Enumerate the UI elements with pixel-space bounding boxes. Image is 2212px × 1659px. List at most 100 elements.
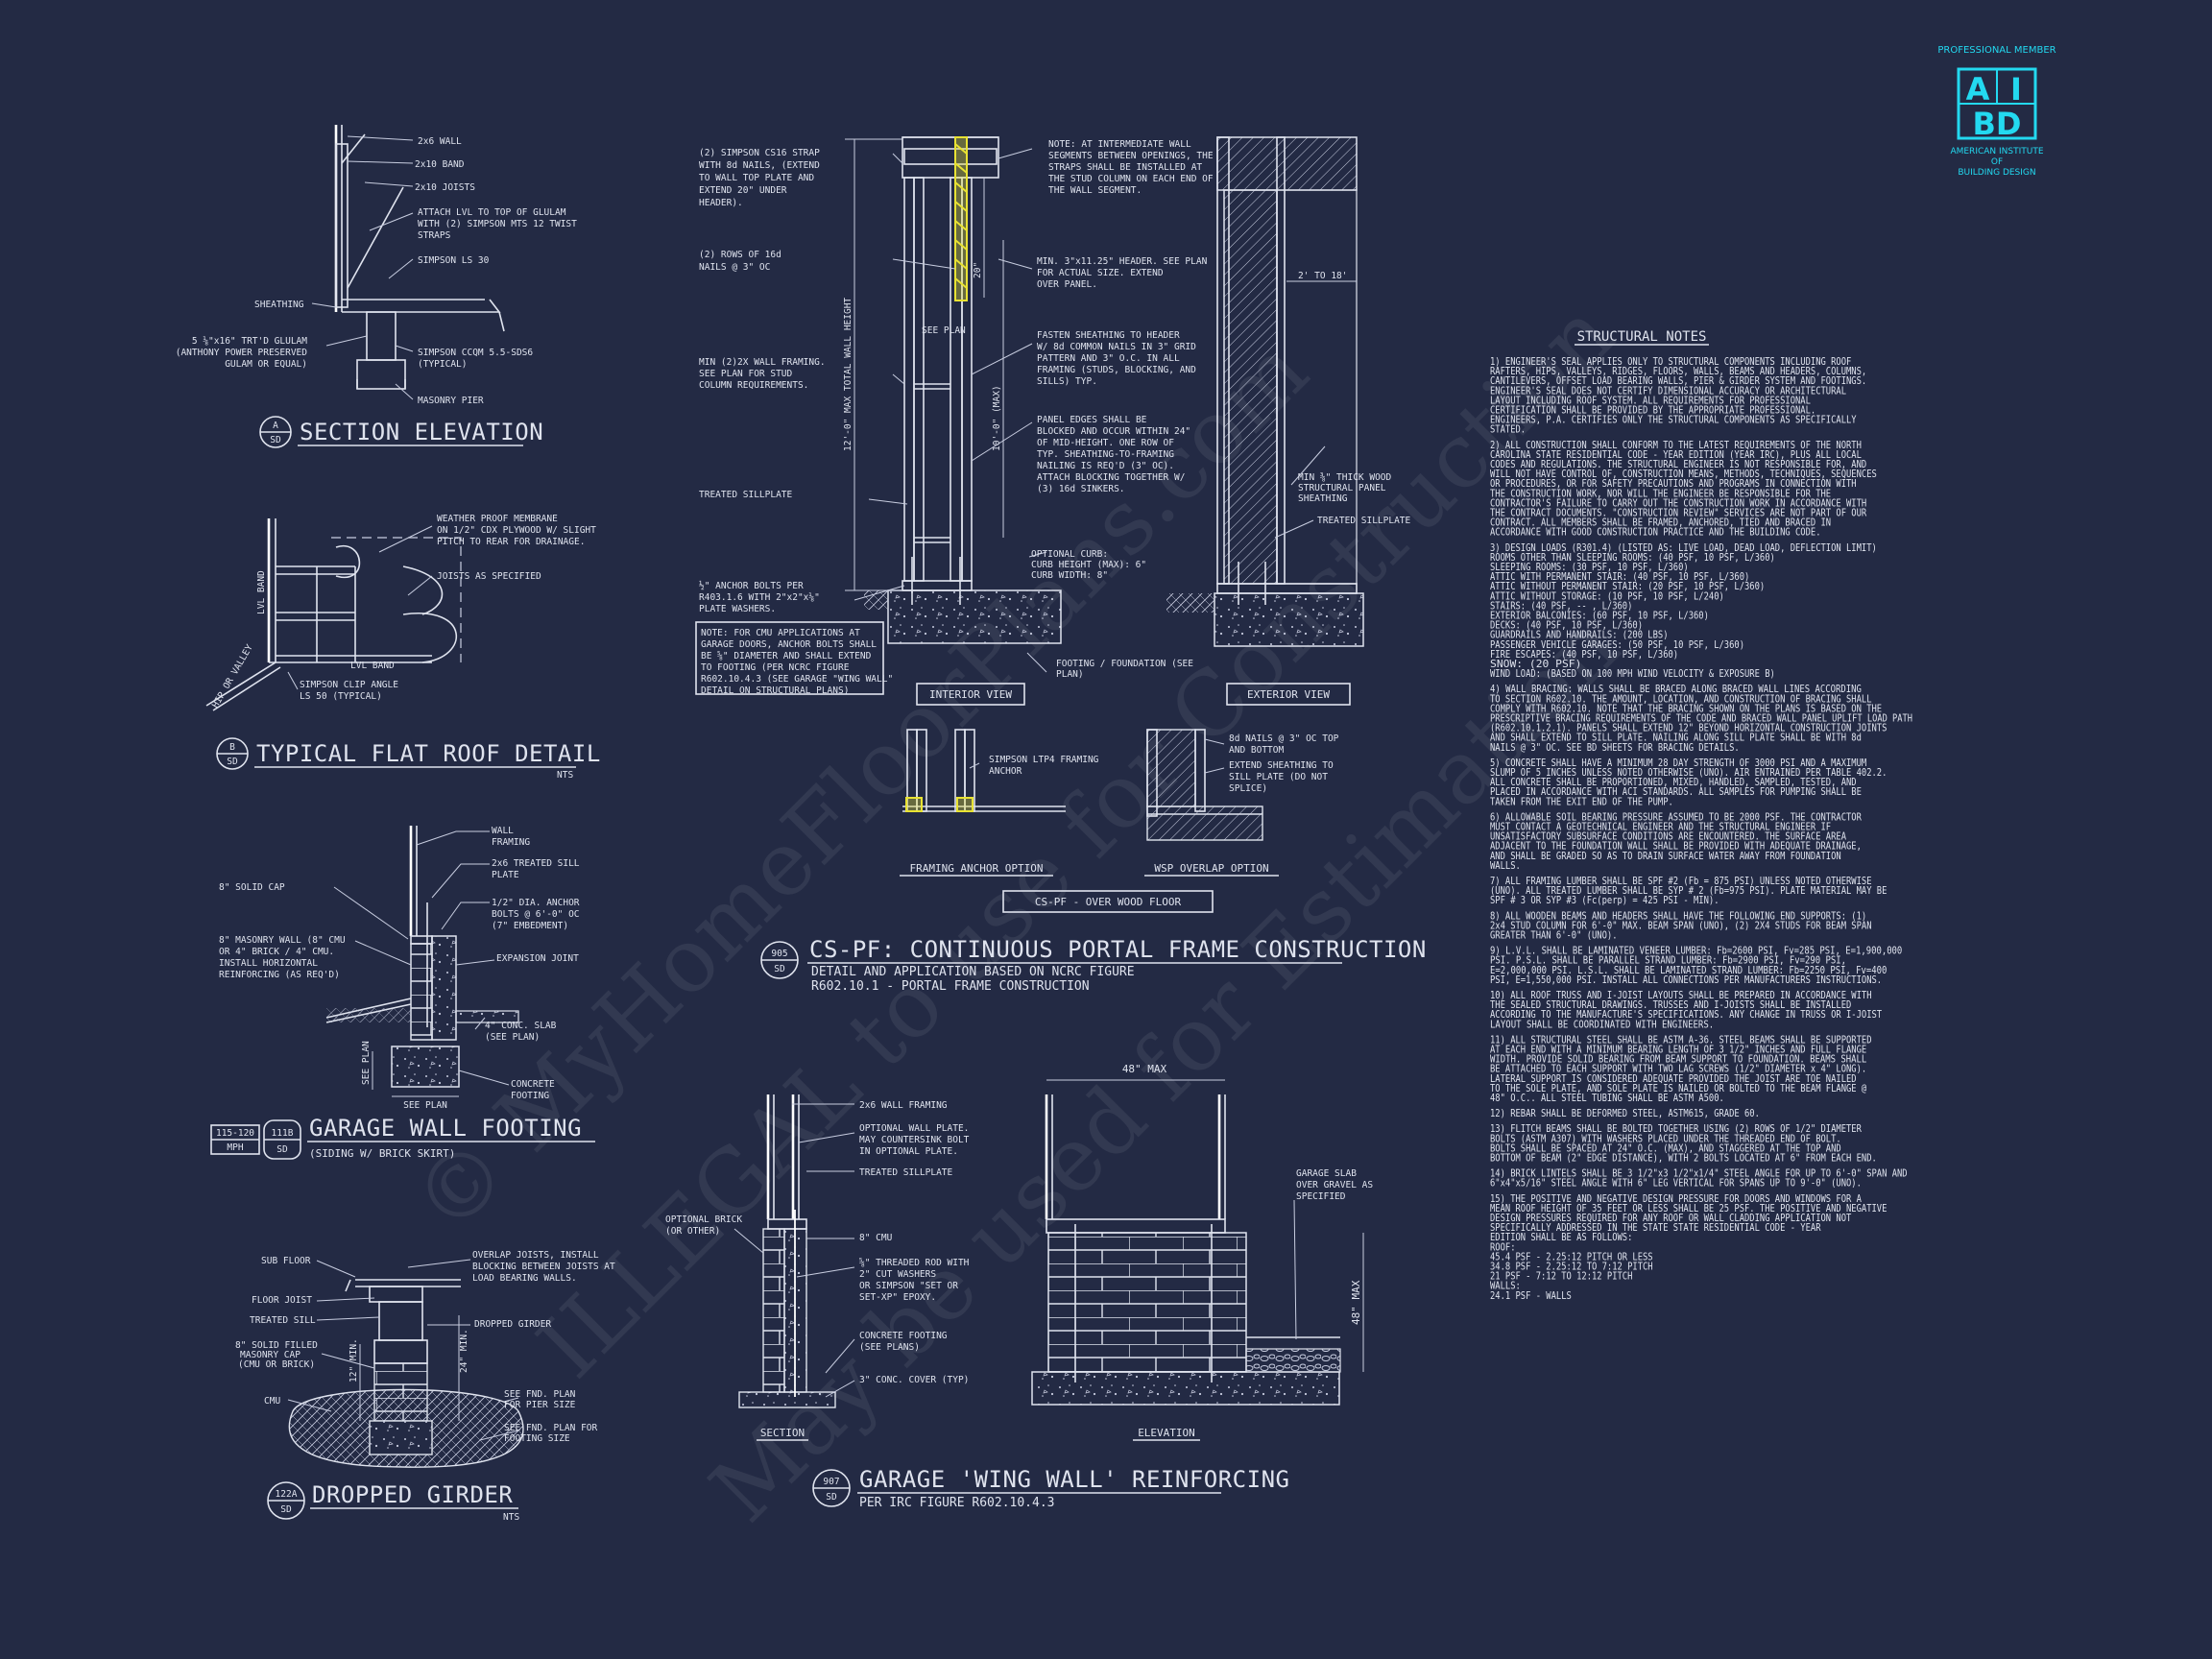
detail-e-label-extend-1: EXTEND SHEATHING TO [1229, 760, 1334, 771]
detail-garage-wing-wall: 2x6 WALL FRAMING OPTIONAL WALL PLATE. MA… [665, 1063, 1373, 1510]
structural-note-line: 6) ALLOWABLE SOIL BEARING PRESSURE ASSUM… [1490, 811, 1863, 823]
detail-c-label-plate: PLATE [492, 870, 519, 880]
detail-e-label-curb-1: OPTIONAL CURB: [1031, 549, 1108, 560]
structural-note-line: SLUMP OF 5 INCHES UNLESS NOTED OTHERWISE… [1490, 767, 1887, 779]
detail-b-title: TYPICAL FLAT ROOF DETAIL [256, 740, 601, 767]
detail-c-badge-bottom: SD [276, 1144, 288, 1155]
detail-e-label-footing-2: PLAN) [1056, 669, 1084, 680]
structural-note-line: 7) ALL FRAMING LUMBER SHALL BE SPF #2 (F… [1490, 876, 1872, 887]
structural-note-line: ENGINEERS, P.A. CERTIFIES ONLY THE STRUC… [1490, 415, 1857, 426]
structural-note-line: BE ATTACHED TO EACH SUPPORT WITH TWO LAG… [1490, 1064, 1866, 1075]
detail-e-label-8d-nails-2: AND BOTTOM [1229, 745, 1284, 756]
detail-d-badge-top: 122A [276, 1489, 298, 1500]
detail-f-label-rod-1: ⅝" THREADED ROD WITH [859, 1258, 970, 1268]
interior-view-box [916, 683, 1025, 706]
detail-e-label-wood-2: STRUCTURAL PANEL [1298, 483, 1386, 493]
exterior-view-box [1226, 683, 1351, 706]
structural-note-line: ACCORDING TO THE MANUFACTURE'S SPECIFICA… [1490, 1009, 1883, 1021]
detail-e-label-note-4: THE STUD COLUMN ON EACH END OF [1048, 174, 1214, 184]
detail-d-label-footing-size-1: SEE FND. PLAN FOR [504, 1423, 598, 1433]
detail-b-label-clip-angle: SIMPSON CLIP ANGLE [300, 680, 398, 690]
structural-note-line: 8) ALL WOODEN BEAMS AND HEADERS SHALL HA… [1490, 910, 1866, 922]
structural-note-line: BOLTS (ASTM A307) WITH WASHERS PLACED UN… [1490, 1133, 1841, 1144]
detail-e-label-8d-nails-1: 8d NAILS @ 3" OC TOP [1229, 733, 1339, 744]
detail-b-label-ls50: LS 50 (TYPICAL) [300, 691, 382, 702]
structural-note-line: WIND LOAD: (BASED ON 100 MPH WIND VELOCI… [1490, 668, 1775, 680]
structural-note-line: CAROLINA STATE RESIDENTIAL CODE - YEAR E… [1490, 449, 1862, 461]
structural-notes-heading: STRUCTURAL NOTES [1577, 329, 1707, 345]
structural-note-line: 5) CONCRETE SHALL HAVE A MINIMUM 28 DAY … [1490, 757, 1866, 769]
detail-e-over-wood-label: CS-PF - OVER WOOD FLOOR [1035, 896, 1182, 908]
structural-note-line: FIRE ESCAPES: (40 PSF, 10 PSF, L/360) [1490, 649, 1678, 661]
structural-note-line: THE SEALED STRUCTURAL DRAWINGS. TRUSSES … [1490, 999, 1851, 1011]
detail-a-label-sheathing: SHEATHING [254, 300, 304, 310]
structural-note-line: ROOMS OTHER THAN SLEEPING ROOMS: (40 PSF… [1490, 552, 1775, 564]
detail-d-label-cmu-or-brick: (CMU OR BRICK) [238, 1359, 315, 1370]
detail-c-label-masonry-1: 8" MASONRY WALL (8" CMU [219, 935, 346, 946]
detail-a-label-simpson-mts: WITH (2) SIMPSON MTS 12 TWIST [418, 219, 577, 229]
detail-e-wsp-overlap [1146, 729, 1263, 841]
structural-note-line: 48" O.C.. ALL STEEL TUBING SHALL BE ASTM… [1490, 1093, 1724, 1104]
detail-f-elevation-drawing [1031, 1079, 1364, 1406]
detail-f-label-garage-slab-1: GARAGE SLAB [1296, 1168, 1357, 1179]
detail-f-label-wall-framing: 2x6 WALL FRAMING [859, 1100, 948, 1111]
structural-note-line: 14) BRICK LINTELS SHALL BE 3 1/2"x3 1/2"… [1490, 1168, 1908, 1180]
detail-e-label-cs16-2: WITH 8d NAILS, (EXTEND [699, 160, 820, 171]
detail-e-cmu-note-4: TO FOOTING (PER NCRC FIGURE [701, 662, 850, 673]
structural-note-line: GREATER THAN 6'-0" (UNO). [1490, 930, 1618, 942]
detail-e-framing-anchor-label: FRAMING ANCHOR OPTION [909, 862, 1043, 875]
detail-f-label-concrete-footing-2: (SEE PLANS) [859, 1342, 920, 1353]
structural-note-line: PLACED IN ACCORDANCE WITH ACI STANDARDS.… [1490, 786, 1862, 798]
structural-note-line: CERTIFICATION SHALL BE PROVIDED BY THE A… [1490, 405, 1815, 417]
detail-f-label-garage-slab-2: OVER GRAVEL AS [1296, 1180, 1373, 1190]
detail-dropped-girder: SUB FLOOR OVERLAP JOISTS, INSTALL BLOCKI… [235, 1250, 615, 1523]
detail-d-title: DROPPED GIRDER [312, 1481, 513, 1508]
structural-notes-body: 1) ENGINEER'S SEAL APPLIES ONLY TO STRUC… [1490, 356, 1912, 1302]
detail-c-wind-box: 115-120 MPH [210, 1124, 260, 1155]
structural-note-line: EDITION SHALL BE AS FOLLOWS: [1490, 1232, 1632, 1243]
detail-f-label-garage-slab-3: SPECIFIED [1296, 1191, 1346, 1202]
detail-e-label-ltp4-2: ANCHOR [989, 766, 1022, 777]
detail-e-label-wood-3: SHEATHING [1298, 493, 1348, 504]
detail-e-label-min-framing-3: COLUMN REQUIREMENTS. [699, 380, 808, 391]
detail-e-cmu-note: NOTE: FOR CMU APPLICATIONS AT GARAGE DOO… [695, 621, 893, 696]
detail-f-badge-bottom: SD [826, 1492, 837, 1503]
detail-e-label-16d-2: NAILS @ 3" OC [699, 262, 770, 273]
detail-d-label-floor-joist: FLOOR JOIST [252, 1295, 312, 1306]
detail-e-label-footing-1: FOOTING / FOUNDATION (SEE [1056, 659, 1193, 669]
detail-e-label-fasten-2: W/ 8d COMMON NAILS IN 3" GRID [1037, 342, 1196, 352]
detail-f-label-treated-sillplate: TREATED SILLPLATE [859, 1167, 953, 1178]
structural-note-line: AND SHALL EXTEND TO SILL PLATE. NAILING … [1490, 733, 1862, 744]
detail-c-drawing [325, 826, 519, 1097]
detail-c-label-anchor: 1/2" DIA. ANCHOR [492, 898, 580, 908]
detail-section-elevation: 2x6 WALL 2x10 BAND 2x10 JOISTS ATTACH LV… [176, 125, 577, 448]
detail-e-label-anchor-bolts-1: ½" ANCHOR BOLTS PER [699, 581, 804, 591]
detail-c-label-solid-cap: 8" SOLID CAP [219, 882, 285, 893]
detail-e-label-fasten-4: FRAMING (STUDS, BLOCKING, AND [1037, 365, 1196, 375]
detail-a-label-straps: STRAPS [418, 230, 451, 241]
structural-note-line: 3) DESIGN LOADS (R301.4) (LISTED AS: LIV… [1490, 542, 1877, 554]
detail-e-label-ltp4-1: SIMPSON LTP4 FRAMING [989, 755, 1099, 765]
detail-a-label-typical: (TYPICAL) [418, 359, 467, 370]
structural-note-line: 24.1 PSF - WALLS [1490, 1290, 1572, 1302]
structural-note-line: NAILS @ 3" OC. SEE BD SHEETS FOR BRACING… [1490, 742, 1740, 754]
detail-d-label-overlap-3: LOAD BEARING WALLS. [472, 1273, 577, 1284]
detail-a-leaders [311, 135, 414, 400]
structural-note-line: DESIGN PRESSURES REQUIRED FOR ANY ROOF O… [1490, 1213, 1852, 1224]
structural-note-line: THE CONTRACT DOCUMENTS. "CONSTRUCTION RE… [1490, 508, 1867, 519]
structural-note-line: 21 PSF - 7:12 TO 12:12 PITCH [1490, 1271, 1632, 1283]
structural-note-line: MEAN ROOF HEIGHT OF 35 FEET OR LESS SHAL… [1490, 1203, 1887, 1214]
detail-a-badge-bottom: SD [270, 435, 281, 445]
detail-b-drawing [205, 518, 462, 711]
structural-note-line: 11) ALL STRUCTURAL STEEL SHALL BE ASTM A… [1490, 1034, 1872, 1046]
structural-note-line: THE CONSTRUCTION WORK, NOR WILL THE ENGI… [1490, 488, 1831, 499]
detail-e-label-header-3: OVER PANEL. [1037, 279, 1097, 290]
detail-e-exterior-view-label: EXTERIOR VIEW [1247, 688, 1330, 701]
detail-e-label-panel-4: TYP. SHEATHING-TO-FRAMING [1037, 449, 1174, 460]
structural-note-line: 1) ENGINEER'S SEAL APPLIES ONLY TO STRUC… [1490, 356, 1851, 368]
detail-e-label-cs16-4: EXTEND 20" UNDER [699, 185, 787, 196]
detail-e-dim-header: 10'-0" (MAX) [992, 385, 1002, 451]
detail-d-drawing [288, 1279, 524, 1468]
detail-b-label-plywood: ON 1/2" CDX PLYWOOD W/ SLIGHT [437, 525, 596, 536]
